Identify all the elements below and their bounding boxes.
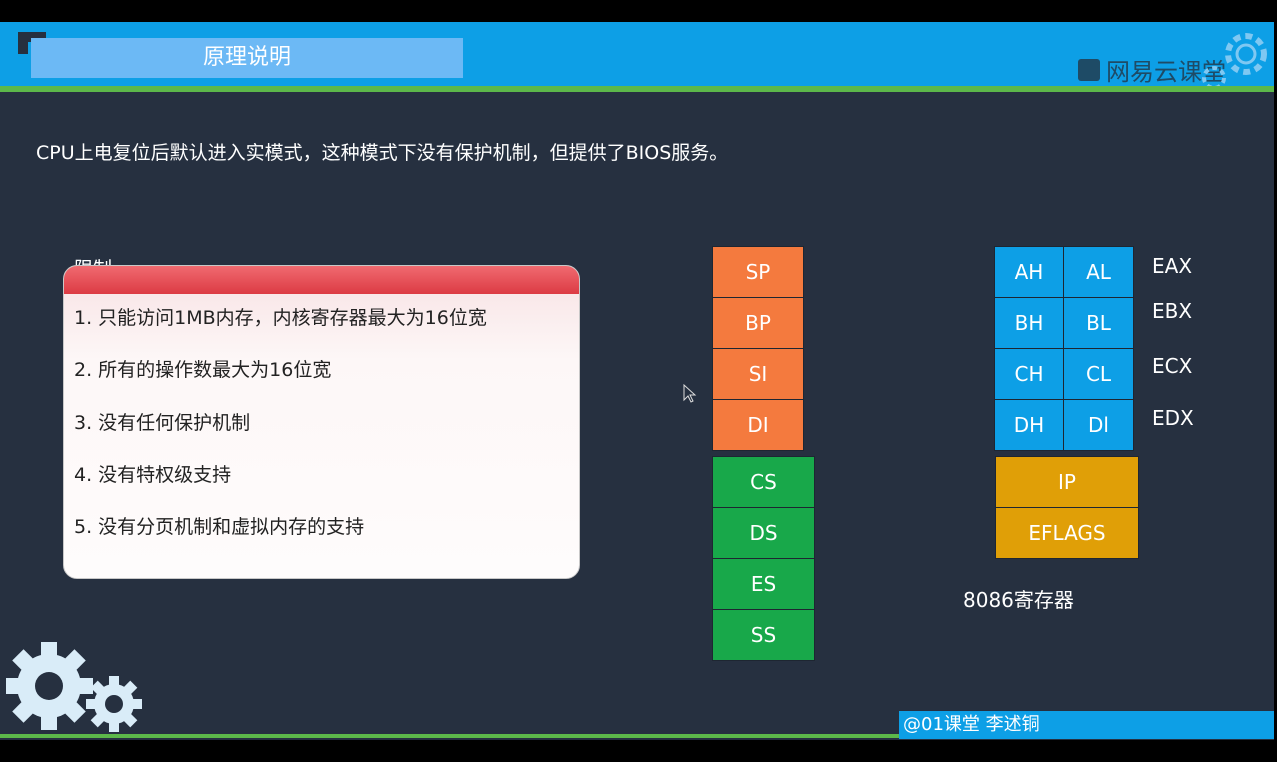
- limits-box-header: [64, 266, 579, 294]
- register-ds: DS: [712, 507, 815, 559]
- slide-title: 原理说明: [31, 38, 463, 78]
- register-dh: DH: [994, 399, 1064, 451]
- register-es: ES: [712, 558, 815, 610]
- register-ebx-label: EBX: [1152, 299, 1193, 323]
- book-icon: [1078, 58, 1100, 81]
- register-ah: AH: [994, 246, 1064, 298]
- gear-icon: [1202, 33, 1267, 90]
- author-credit: @01课堂 李述铜: [899, 711, 1274, 739]
- header-divider: [0, 86, 1274, 92]
- intro-text: CPU上电复位后默认进入实模式，这种模式下没有保护机制，但提供了BIOS服务。: [36, 142, 729, 164]
- register-ss: SS: [712, 609, 815, 661]
- register-si: SI: [712, 348, 804, 400]
- register-eax-label: EAX: [1152, 254, 1193, 278]
- gears-icon: [6, 642, 142, 732]
- register-bh: BH: [994, 297, 1064, 349]
- header-bar: 原理说明 网易云课堂: [0, 22, 1274, 90]
- register-al: AL: [1063, 246, 1134, 298]
- register-cs: CS: [712, 456, 815, 508]
- register-bp: BP: [712, 297, 804, 349]
- limit-item: 2. 所有的操作数最大为16位宽: [74, 359, 332, 381]
- register-ip: IP: [995, 456, 1139, 508]
- slide: 原理说明 网易云课堂 CPU上电复位后默认进入实模式，这种模式下没有保护机制，但…: [0, 22, 1274, 740]
- registers-caption: 8086寄存器: [963, 588, 1074, 612]
- limit-item: 5. 没有分页机制和虚拟内存的支持: [74, 516, 365, 538]
- limit-item: 3. 没有任何保护机制: [74, 412, 251, 434]
- corner-mark: [18, 32, 46, 54]
- register-di: DI: [712, 399, 804, 451]
- register-ecx-label: ECX: [1152, 354, 1193, 378]
- limit-item: 1. 只能访问1MB内存，内核寄存器最大为16位宽: [74, 307, 487, 329]
- register-edx-label: EDX: [1152, 406, 1194, 430]
- register-sp: SP: [712, 246, 804, 298]
- limit-item: 4. 没有特权级支持: [74, 464, 232, 486]
- mouse-cursor-icon: [683, 384, 697, 403]
- register-cl: CL: [1063, 348, 1134, 400]
- register-eflags: EFLAGS: [995, 507, 1139, 559]
- limits-box: 1. 只能访问1MB内存，内核寄存器最大为16位宽 2. 所有的操作数最大为16…: [63, 265, 580, 579]
- register-ch: CH: [994, 348, 1064, 400]
- register-dl: Dl: [1063, 399, 1134, 451]
- register-bl: BL: [1063, 297, 1134, 349]
- footer-divider: [0, 734, 899, 738]
